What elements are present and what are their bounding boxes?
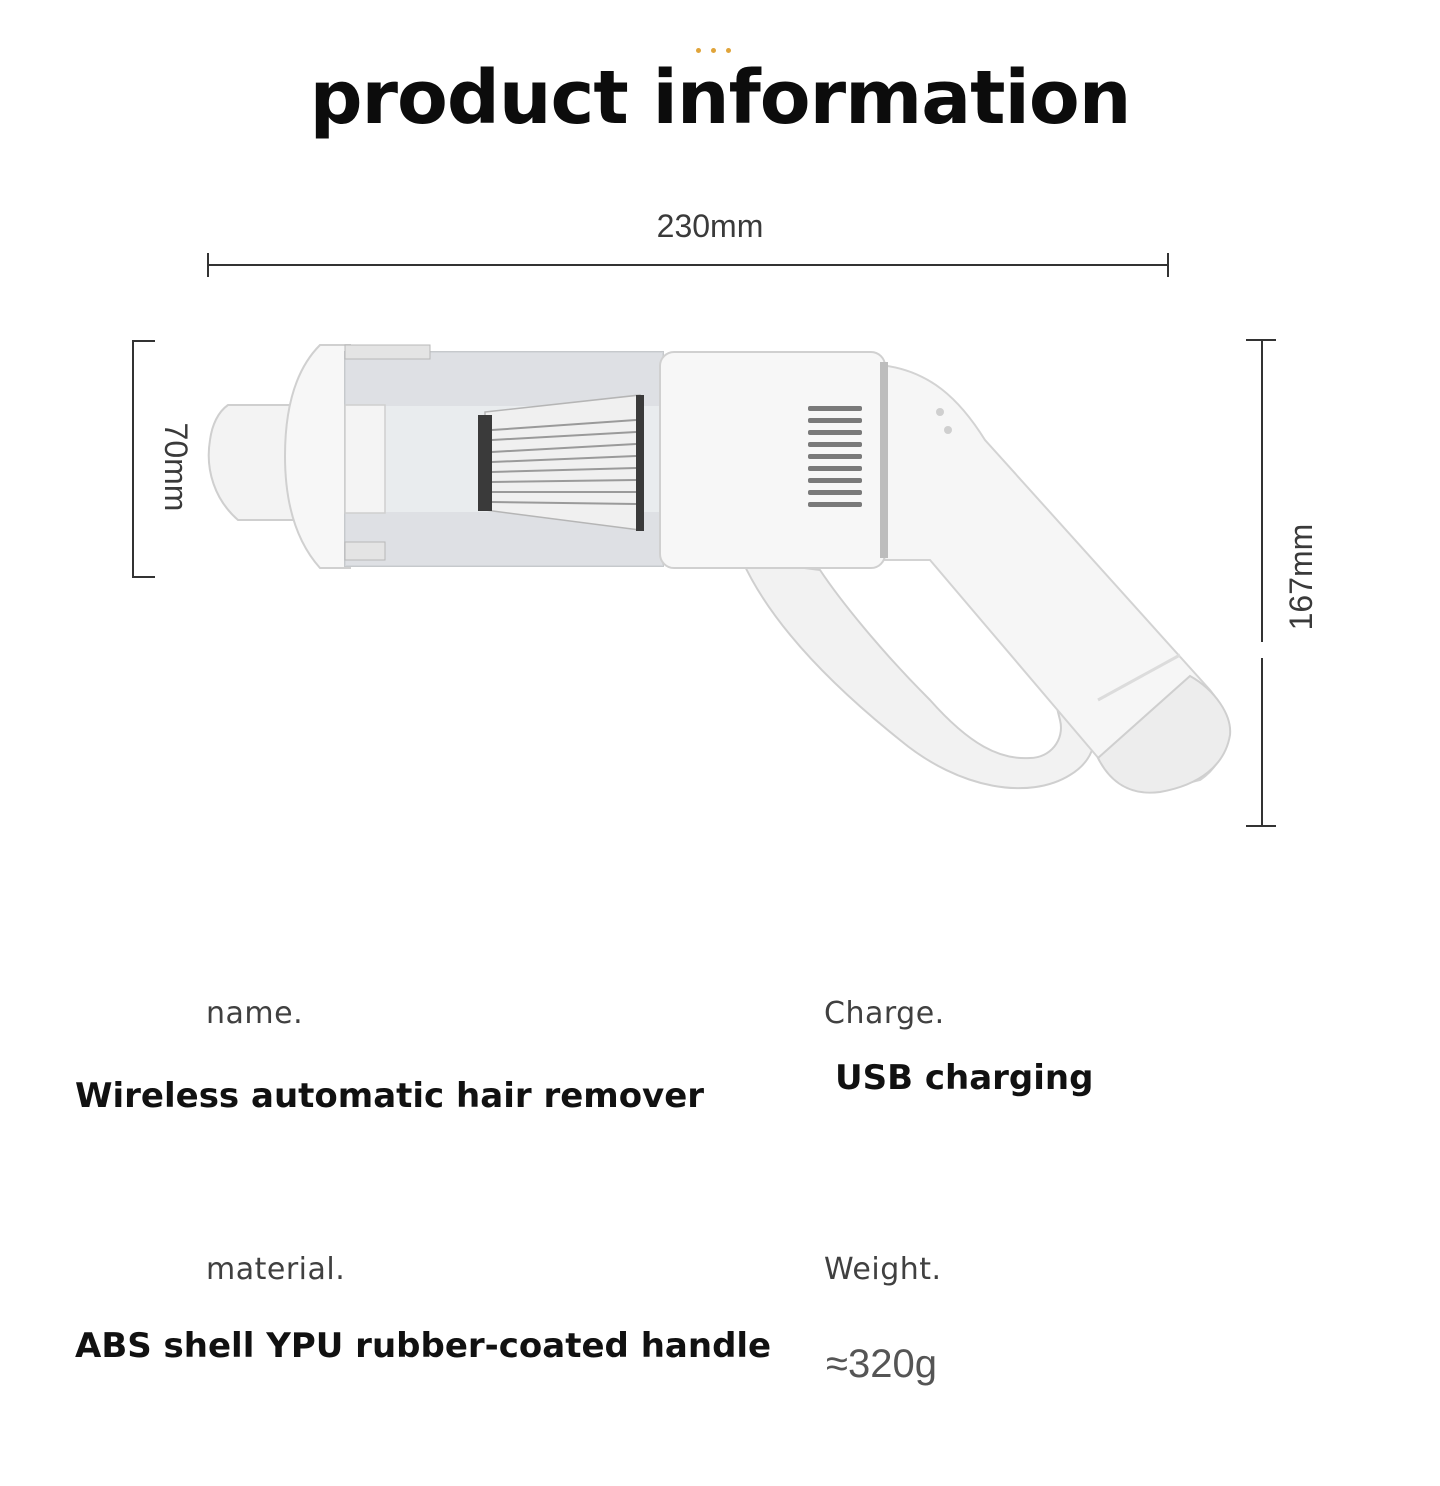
diameter-dimension-bracket <box>132 340 155 578</box>
spec-weight-value: ≈320g <box>826 1342 937 1386</box>
length-dimension-label: 230mm <box>656 208 764 244</box>
filter-pleats <box>491 419 637 505</box>
grip-end-cap <box>1096 674 1232 794</box>
decorative-dots-icon <box>696 38 746 53</box>
filter <box>484 394 641 531</box>
height-dimension-label: 167mm <box>1283 523 1319 631</box>
spec-name-value: Wireless automatic hair remover <box>75 1076 705 1116</box>
spec-charge-value: USB charging <box>835 1058 1094 1098</box>
spec-charge-label: Charge. <box>824 996 945 1031</box>
front-cap <box>283 344 351 569</box>
diameter-dimension-label: 70mm <box>158 422 194 512</box>
spec-name-label: name. <box>206 996 304 1031</box>
nozzle <box>207 404 301 521</box>
page-title: product information <box>309 55 1132 141</box>
spec-weight-label: Weight. <box>824 1252 942 1287</box>
spec-material-label: material. <box>206 1252 346 1287</box>
product-illustration <box>132 253 1276 827</box>
height-dimension-line <box>1246 339 1276 827</box>
spec-material-value: ABS shell YPU rubber-coated handle <box>75 1326 772 1366</box>
width-dimension-line <box>207 253 1169 277</box>
vent-slots-icon <box>808 406 862 507</box>
motor-housing <box>659 351 886 569</box>
